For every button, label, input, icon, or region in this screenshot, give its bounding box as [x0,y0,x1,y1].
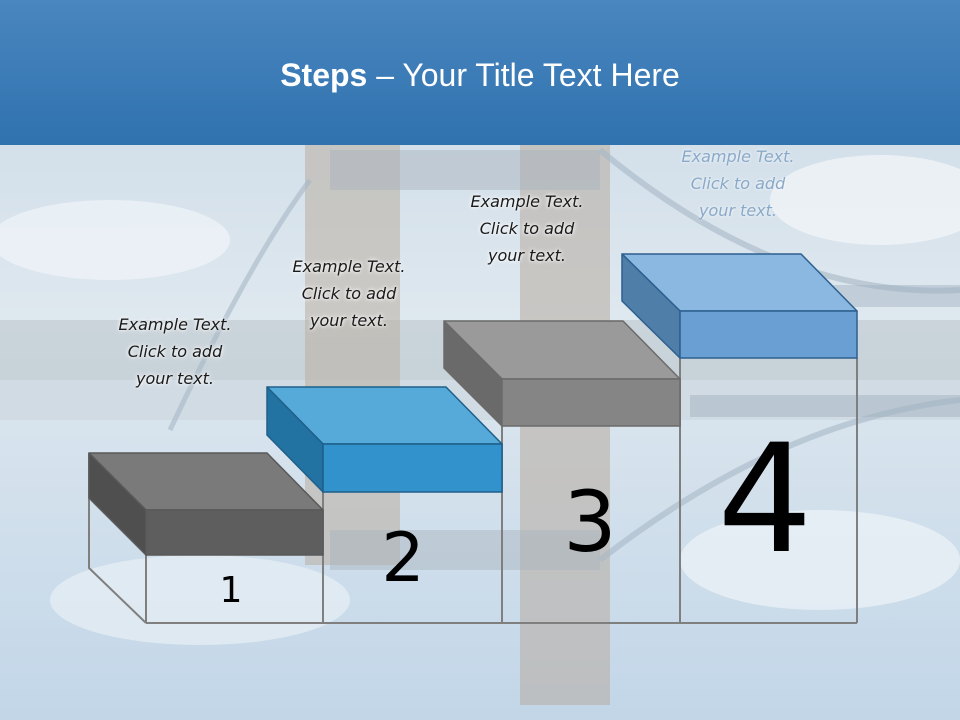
step-block-3-front [501,378,681,427]
title-rest: – Your Title Text Here [367,57,680,93]
step-caption-4-line-1: Example Text. [681,147,795,166]
step-number-1: 1 [219,570,243,611]
step-number-4: 4 [717,413,813,587]
step-caption-1-line-2: Click to add [127,342,223,361]
title-bold: Steps [280,57,368,93]
step-caption-4-line-2: Click to add [690,174,786,193]
step-caption-4[interactable]: Example Text. Click to add your text. [658,143,818,224]
step-block-2[interactable] [266,386,503,493]
step-caption-1[interactable]: Example Text. Click to add your text. [95,311,255,392]
step-caption-1-line-1: Example Text. [118,315,232,334]
step-block-1[interactable] [88,452,324,556]
step-block-4-front [679,310,858,359]
step-block-2-front [322,443,503,493]
step-caption-3[interactable]: Example Text. Click to add your text. [447,188,607,269]
step-caption-2-line-3: your text. [309,311,388,330]
step-number-2: 2 [381,519,425,598]
step-caption-3-line-3: your text. [487,246,566,265]
step-caption-3-line-1: Example Text. [470,192,584,211]
step-caption-1-line-3: your text. [135,369,214,388]
step-caption-2[interactable]: Example Text. Click to add your text. [269,253,429,334]
step-number-3: 3 [563,473,617,571]
title-bar [0,0,960,145]
step-block-3[interactable] [443,320,681,427]
step-caption-2-line-1: Example Text. [292,257,406,276]
step-caption-2-line-2: Click to add [301,284,397,303]
step-caption-3-line-2: Click to add [479,219,575,238]
step-caption-4-line-3: your text. [698,201,777,220]
slide-title[interactable]: Steps – Your Title Text Here [0,55,960,95]
step-block-4[interactable] [621,253,858,359]
step-block-1-front [145,509,324,556]
